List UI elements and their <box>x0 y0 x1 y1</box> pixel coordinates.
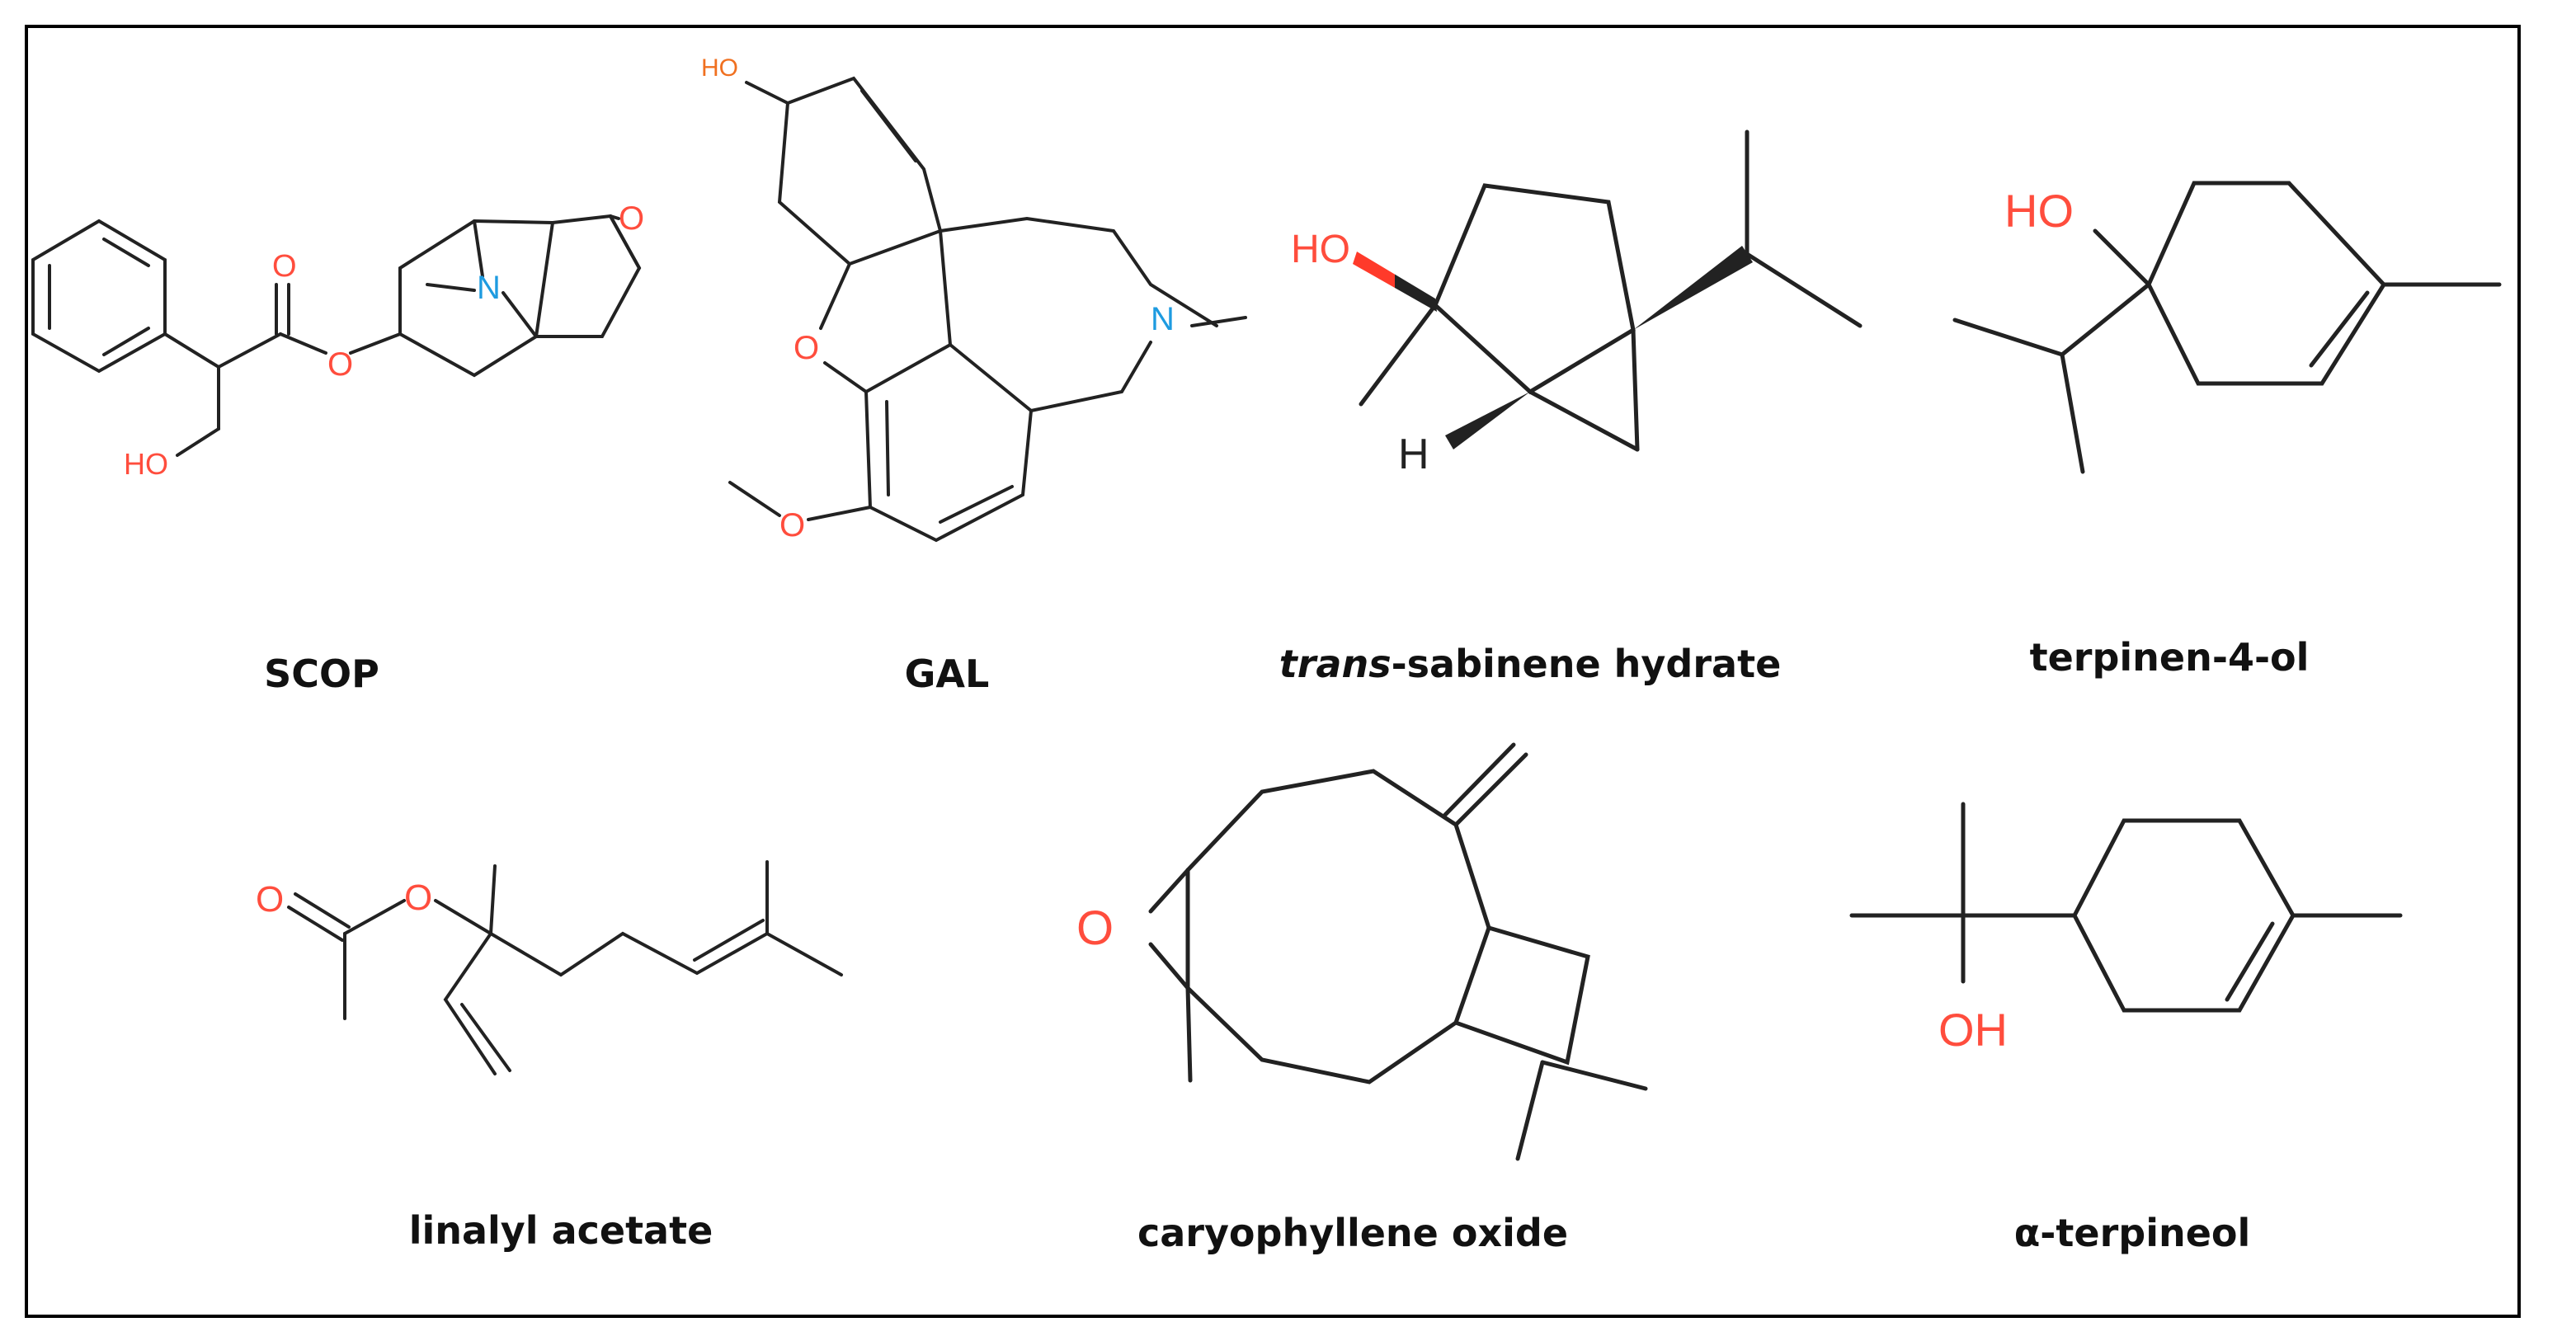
caryo-o-epoxide: O <box>1076 901 1114 955</box>
caption-sabinene: trans-sabinene hydrate <box>1279 642 1782 686</box>
sabinene-structure: HO H <box>1291 129 1863 478</box>
terpinen-structure: HO <box>1952 181 2502 474</box>
caption-scop: SCOP <box>264 652 379 696</box>
linalyl-o-ester: O <box>404 878 432 918</box>
gal-oh: HO <box>701 54 738 82</box>
scop-n: N <box>477 270 501 306</box>
gal-o-ether: O <box>794 330 819 366</box>
scop-o-ester: O <box>327 346 353 383</box>
scop-o-ring: O <box>619 200 644 237</box>
gal-o-methoxy: O <box>779 507 805 543</box>
caption-caryo: caryophyllene oxide <box>1137 1211 1569 1255</box>
caption-gal: GAL <box>904 652 990 696</box>
caption-terpinen: terpinen-4-ol <box>2029 635 2310 680</box>
terpineol-oh: OH <box>1938 1004 2008 1056</box>
terpineol-structure: OH <box>1849 802 2403 1056</box>
sabinene-oh: HO <box>1291 228 1350 271</box>
caryo-structure: O <box>1076 742 1648 1161</box>
caption-sabinene-rest: -sabinene hydrate <box>1391 642 1782 686</box>
caption-linalyl: linalyl acetate <box>408 1208 713 1253</box>
gal-n: N <box>1151 301 1175 337</box>
scop-o-carbonyl: O <box>272 249 297 284</box>
scop-oh: HO <box>124 447 168 481</box>
caption-terpineol: α-terpineol <box>2013 1211 2251 1255</box>
caption-sabinene-italic: trans <box>1279 642 1392 686</box>
linalyl-o-carbonyl: O <box>256 879 284 920</box>
terpinen-oh: HO <box>2004 185 2074 237</box>
sabinene-h: H <box>1398 431 1429 478</box>
linalyl-structure: O O <box>256 860 843 1075</box>
gal-structure: HO O O N <box>701 54 1247 543</box>
scop-structure: O N O O HO <box>31 200 644 481</box>
